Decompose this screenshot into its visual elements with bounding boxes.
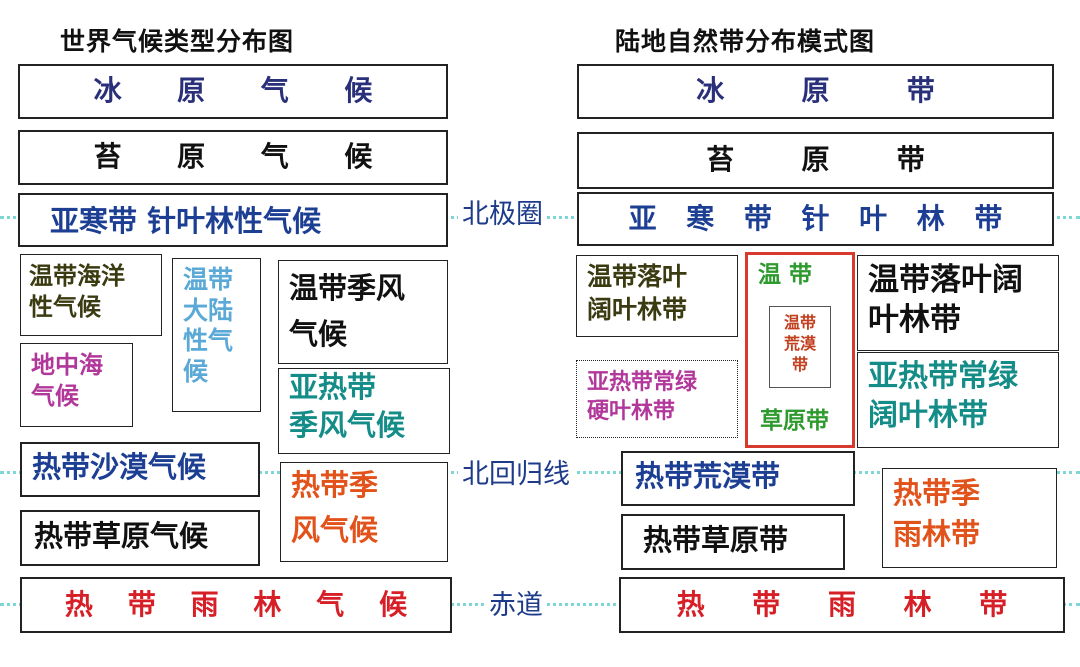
tundra-char: 原 xyxy=(177,140,206,174)
tundra-zone-char: 苔 xyxy=(706,143,735,177)
taiga-char: 针 xyxy=(801,201,830,235)
temperate-steppe-top-label: 温 带 xyxy=(758,262,813,288)
temperate-steppe-desert-frame: 温 带 温带 荒漠 带 草原带 xyxy=(745,252,855,448)
tropical-rainforest-char: 带 xyxy=(127,587,156,621)
taiga-char: 带 xyxy=(974,201,1003,235)
taiga-zone-box: 亚 寒 带 针 叶 林 带 xyxy=(577,192,1054,246)
taiga-char: 寒 xyxy=(686,201,715,235)
subarctic-climate-box: 亚寒带 针叶林性气候 xyxy=(18,193,448,247)
tropical-savanna-zone-box: 热带草原带 xyxy=(621,514,845,570)
mediterranean-climate-box: 地中海 气候 xyxy=(20,343,133,427)
tropical-rainforest-climate-box: 热 带 雨 林 气 候 xyxy=(20,577,452,633)
ice-cap-climate-box: 冰 原 气 候 xyxy=(18,64,448,119)
temperate-deciduous-west-zone-box: 温带落叶 阔叶林带 xyxy=(576,255,738,337)
tropical-rainforest-zone-char: 带 xyxy=(979,587,1008,621)
tropical-rainforest-char: 热 xyxy=(64,587,93,621)
tundra-char: 气 xyxy=(260,140,289,174)
temperate-steppe-bottom-label: 草原带 xyxy=(760,408,829,434)
ice-cap-char: 气 xyxy=(260,74,289,108)
left-title: 世界气候类型分布图 xyxy=(60,27,295,56)
tundra-zone-box: 苔 原 带 xyxy=(577,132,1054,189)
temperate-monsoon-climate-box: 温带季风 气候 xyxy=(278,260,448,364)
tropical-rainforest-char: 林 xyxy=(253,587,282,621)
tropical-desert-zone-box: 热带荒漠带 xyxy=(621,451,855,506)
temperate-maritime-climate-box: 温带海洋 性气候 xyxy=(20,254,162,336)
tropical-desert-climate-box: 热带沙漠气候 xyxy=(20,442,260,497)
arctic-circle-label: 北极圈 xyxy=(458,192,547,231)
subarctic-climate-label: 亚寒带 针叶林性气候 xyxy=(50,204,322,238)
subtropical-sclerophyll-zone-box: 亚热带常绿 硬叶林带 xyxy=(576,360,738,438)
tundra-char: 候 xyxy=(344,140,373,174)
tropical-monsoon-forest-zone-box: 热带季 雨林带 xyxy=(882,468,1057,568)
tundra-zone-char: 带 xyxy=(896,143,925,177)
tropical-savanna-climate-box: 热带草原气候 xyxy=(20,510,260,566)
tropical-desert-zone-label: 热带荒漠带 xyxy=(635,459,781,493)
taiga-char: 林 xyxy=(916,201,945,235)
subtropical-monsoon-climate-box: 亚热带 季风气候 xyxy=(278,368,450,454)
equator-label: 赤道 xyxy=(485,583,547,622)
ice-desert-char: 带 xyxy=(906,74,935,108)
ice-cap-char: 候 xyxy=(344,74,373,108)
ice-desert-char: 原 xyxy=(801,74,830,108)
tropical-rainforest-char: 气 xyxy=(316,587,345,621)
tropical-rainforest-char: 候 xyxy=(379,587,408,621)
tundra-char: 苔 xyxy=(93,140,122,174)
temperate-desert-zone-box: 温带 荒漠 带 xyxy=(769,306,831,388)
subtropical-evergreen-zone-box: 亚热带常绿 阔叶林带 xyxy=(857,352,1059,448)
tropical-monsoon-climate-box: 热带季 风气候 xyxy=(280,462,448,562)
ice-desert-zone-box: 冰 原 带 xyxy=(577,64,1054,119)
ice-desert-char: 冰 xyxy=(696,74,725,108)
tropical-rainforest-zone-char: 林 xyxy=(903,587,932,621)
temperate-continental-climate-box: 温带 大陆 性气 候 xyxy=(172,258,261,412)
tropical-rainforest-zone-char: 带 xyxy=(752,587,781,621)
tropical-rainforest-zone-box: 热 带 雨 林 带 xyxy=(619,577,1065,633)
ice-cap-char: 原 xyxy=(177,74,206,108)
taiga-char: 叶 xyxy=(859,201,888,235)
taiga-char: 亚 xyxy=(628,201,657,235)
tropical-savanna-climate-label: 热带草原气候 xyxy=(34,519,209,553)
temperate-deciduous-east-zone-box: 温带落叶阔 叶林带 xyxy=(857,255,1059,351)
taiga-char: 带 xyxy=(743,201,772,235)
tropic-of-cancer-label: 北回归线 xyxy=(458,452,574,491)
right-title: 陆地自然带分布模式图 xyxy=(615,27,876,56)
tropical-desert-climate-label: 热带沙漠气候 xyxy=(32,450,207,484)
tropical-savanna-zone-label: 热带草原带 xyxy=(643,523,789,557)
tundra-climate-box: 苔 原 气 候 xyxy=(18,130,448,185)
tropical-rainforest-zone-char: 热 xyxy=(676,587,705,621)
tropical-rainforest-char: 雨 xyxy=(190,587,219,621)
tundra-zone-char: 原 xyxy=(801,143,830,177)
ice-cap-char: 冰 xyxy=(93,74,122,108)
tropical-rainforest-zone-char: 雨 xyxy=(827,587,856,621)
